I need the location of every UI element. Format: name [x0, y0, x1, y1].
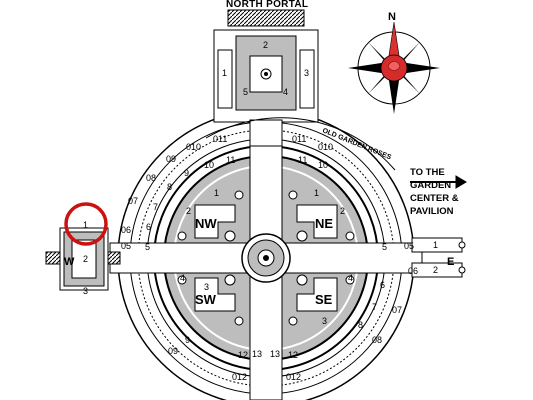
ring-number: 09	[168, 346, 178, 356]
ring-number: 08	[146, 173, 156, 183]
east-path-number: 2	[433, 265, 438, 275]
quadrant-se: SE	[315, 292, 333, 307]
quadrant-number: 2	[340, 206, 345, 216]
central-fountain	[241, 233, 291, 283]
ring-number: 011	[292, 134, 306, 144]
west-number: 3	[83, 286, 88, 296]
ring-number: 13	[252, 349, 262, 359]
portal-number: 5	[243, 87, 248, 97]
portal-number: 3	[304, 68, 309, 78]
inner-number: 6	[380, 280, 385, 290]
west-number: 2	[83, 254, 88, 264]
old-garden-arc	[205, 117, 396, 171]
destination-line: PAVILION	[410, 206, 454, 217]
quadrant-number: 4	[348, 273, 353, 283]
ring-numbers: 05 05 06 06 07 07 08 08 09 09 010 010 01…	[121, 134, 418, 382]
inner-number: 11	[226, 155, 235, 165]
east-exit	[410, 175, 467, 278]
inner-number: 9	[184, 168, 189, 178]
portal-number: 1	[222, 68, 227, 78]
quadrant-sw: SW	[195, 292, 216, 307]
portal-label: NORTH PORTAL	[226, 0, 309, 10]
inner-number: 7	[153, 202, 158, 212]
quadrant-beds	[177, 190, 355, 326]
quadrant-number: 3	[204, 282, 209, 292]
portal-number: 4	[283, 87, 288, 97]
ring-number: 05	[121, 241, 131, 251]
inner-number: 7	[372, 302, 377, 312]
ring-number: 010	[318, 142, 333, 152]
ring-number: 010	[186, 142, 201, 152]
quadrant-ne: NE	[315, 216, 334, 231]
inner-number: 11	[298, 155, 307, 165]
inner-number: 12	[288, 350, 298, 360]
ring-number: 06	[121, 225, 131, 235]
compass	[348, 21, 440, 114]
destination-line: TO THE	[410, 167, 445, 178]
portal-numbers: 2 1 3 5 4	[222, 40, 309, 97]
inner-number: 12	[238, 350, 248, 360]
inner-number: 10	[204, 160, 214, 170]
inner-number: 8	[358, 320, 363, 330]
east-path-number: 1	[433, 240, 438, 250]
quadrant-number: 1	[314, 188, 319, 198]
inner-number: 5	[382, 242, 387, 252]
highlight-circle	[64, 202, 108, 246]
portal-number: 2	[263, 40, 268, 50]
destination-line: GARDEN	[410, 180, 452, 191]
destination-label: TO THE GARDEN CENTER & PAVILION	[410, 166, 470, 218]
inner-number: 8	[167, 182, 172, 192]
east-path-numbers: 1 2	[433, 240, 438, 275]
ring-number: 06	[408, 266, 418, 276]
inner-number: 10	[318, 160, 328, 170]
west-label: W	[64, 256, 75, 268]
ring-number: 07	[392, 305, 402, 315]
west-numbers: 1 2 3	[83, 220, 88, 296]
quadrant-nw: NW	[195, 216, 217, 231]
inner-numbers: 5 5 6 6 7 7 8 8 9 9 10 10 11 11 12 12	[145, 155, 387, 360]
ring-number: 011	[213, 134, 227, 144]
ring-number: 07	[128, 196, 138, 206]
ring-number: 05	[404, 241, 414, 251]
west-number: 1	[83, 220, 88, 230]
inner-number: 6	[146, 222, 151, 232]
quadrant-number: 4	[180, 273, 185, 283]
quadrant-number: 2	[186, 206, 191, 216]
ring-number: 012	[232, 372, 247, 382]
east-label: E	[447, 256, 455, 268]
destination-line: CENTER &	[410, 193, 459, 204]
ring-number: 08	[372, 335, 382, 345]
quadrant-numbers: 1 2 3 4 1 2 3 4	[180, 188, 353, 326]
quadrant-number: 1	[214, 188, 219, 198]
north-portal	[213, 9, 319, 147]
ring-number: 09	[166, 154, 176, 164]
quadrant-number: 3	[322, 316, 327, 326]
inner-number: 5	[145, 242, 150, 252]
north-label: N	[388, 11, 396, 23]
ring-number: 13	[270, 349, 280, 359]
inner-number: 9	[185, 335, 190, 345]
ring-number: 012	[286, 372, 301, 382]
